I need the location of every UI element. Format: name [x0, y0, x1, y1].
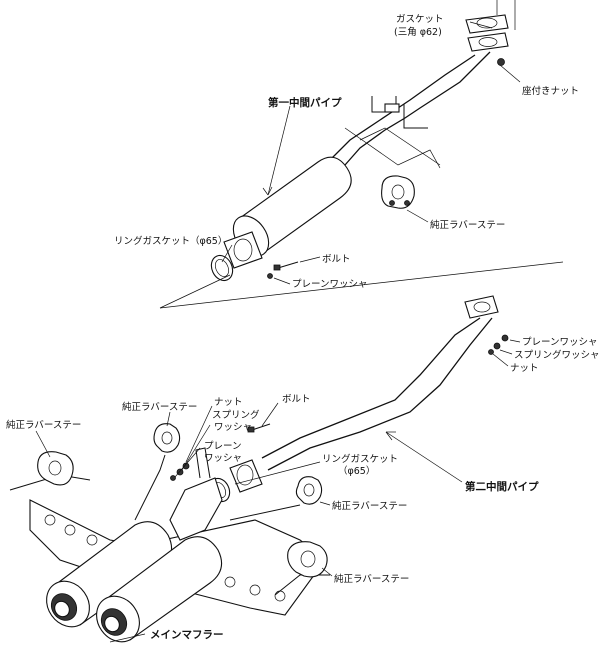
label-nut-mid: ナット — [214, 397, 243, 408]
label-ring-gasket-upper: リングガスケット（φ65） — [114, 235, 227, 247]
main-muffler-assembly — [9, 423, 330, 643]
label-ring-gasket-lower-2: （φ65） — [338, 465, 375, 477]
label-rubber-stay-upper: 純正ラバーステー — [430, 219, 505, 231]
label-plain-washer-right: プレーンワッシャ — [522, 337, 598, 348]
label-ring-gasket-lower-1: リングガスケット — [322, 453, 398, 465]
label-bolt-upper: ボルト — [322, 254, 351, 265]
label-spring-washer-mid-2: ワッシャ — [214, 422, 252, 433]
label-rubber-stay-mid-right: 純正ラバーステー — [332, 500, 407, 512]
washers-mid-part — [170, 462, 190, 481]
label-spring-washer-right: スプリングワッシャ — [514, 349, 600, 361]
label-first-mid-pipe: 第一中間パイプ — [268, 96, 342, 109]
rubber-stay-far-left-part — [37, 451, 74, 486]
label-plain-washer-upper: プレーンワッシャ — [292, 279, 368, 290]
ring-gasket-upper-part — [210, 254, 234, 282]
second-pipe-flange — [464, 295, 499, 319]
label-plain-washer-mid-2: ワッシャ — [204, 453, 242, 464]
muffler-canister-right — [96, 536, 223, 643]
gasket-triangle-part — [465, 0, 516, 52]
rubber-stay-left-top-part — [153, 423, 181, 453]
label-plain-washer-mid-1: プレーン — [204, 441, 242, 452]
second-pipe-front-flange — [229, 459, 263, 493]
label-nut-right: ナット — [510, 363, 539, 374]
rubber-stay-low-right-part — [287, 541, 328, 578]
first-pipe-flange — [223, 231, 263, 269]
washers-right-part — [488, 334, 509, 355]
callout-labels: ガスケット (三角 φ62) 座付きナット 第一中間パイプ 純正ラバーステー リ… — [6, 14, 600, 641]
seat-nut-part — [497, 58, 505, 66]
label-second-mid-pipe: 第二中間パイプ — [465, 480, 539, 493]
muffler-canister-left — [46, 521, 173, 628]
label-rubber-stay-far-left: 純正ラバーステー — [6, 419, 81, 431]
bolt-mid-part — [247, 423, 271, 433]
label-rubber-stay-low-right: 純正ラバーステー — [334, 573, 409, 585]
label-rubber-stay-left-top: 純正ラバーステー — [122, 401, 197, 413]
leader-lines — [35, 21, 521, 643]
first-mid-pipe-assembly — [159, 0, 564, 309]
label-gasket-triangle-2: (三角 φ62) — [394, 26, 442, 38]
rubber-stay-upper-part — [381, 175, 415, 209]
label-spring-washer-mid-1: スプリング — [212, 409, 260, 421]
label-main-muffler: メインマフラー — [150, 629, 224, 641]
label-gasket-triangle-1: ガスケット — [396, 14, 444, 25]
label-seat-nut: 座付きナット — [522, 85, 579, 97]
label-bolt-mid: ボルト — [282, 394, 311, 405]
bolt-upper-part — [267, 261, 299, 279]
rubber-stay-mid-right-part — [295, 476, 323, 505]
